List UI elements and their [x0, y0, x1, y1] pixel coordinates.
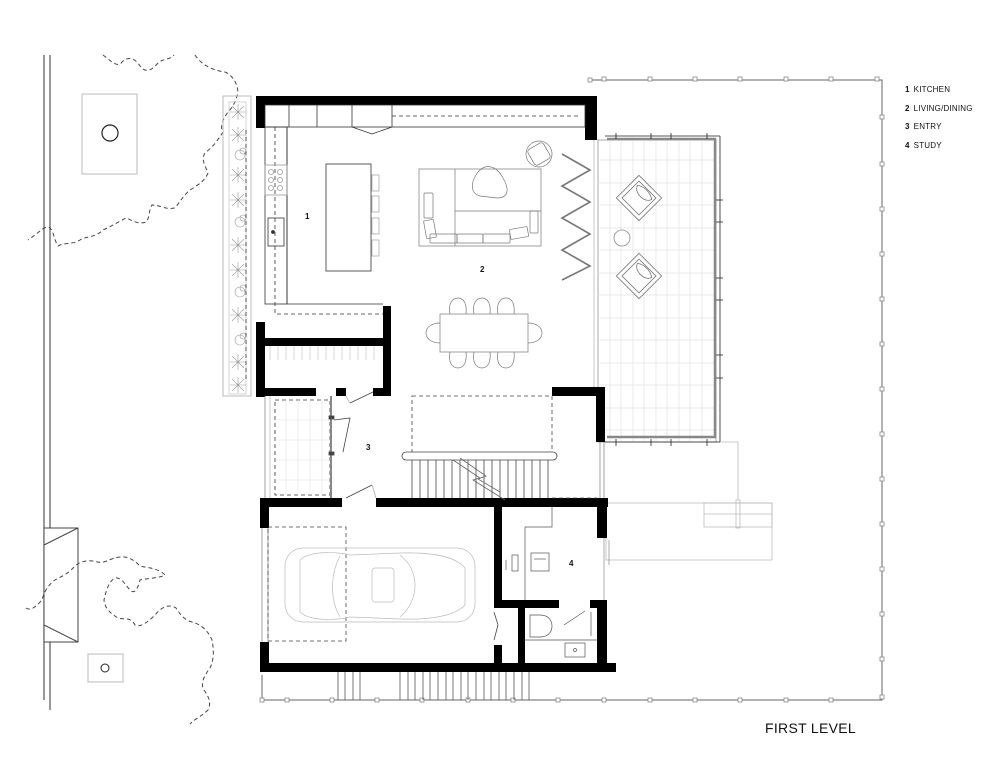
legend-label: ENTRY	[913, 122, 942, 131]
planter-bed	[222, 95, 252, 397]
coffee-table	[472, 166, 508, 199]
walls	[256, 96, 616, 672]
folding-glass-doors	[560, 153, 592, 281]
interior-stair	[401, 395, 558, 501]
entry-doors	[328, 391, 377, 499]
study-furniture	[505, 507, 610, 658]
legend-number: 3	[905, 122, 910, 131]
legend-number: 4	[905, 140, 910, 150]
room-label-kitchen: 1	[305, 212, 310, 221]
lower-terrace	[605, 441, 773, 561]
room-label-entry: 3	[366, 443, 371, 452]
entry-porch	[264, 396, 331, 498]
dining-table	[439, 313, 529, 353]
sectional-sofa	[423, 192, 539, 244]
room-label-living-dining: 2	[480, 265, 485, 274]
legend-label: KITCHEN	[913, 85, 951, 94]
dining-chairs	[425, 297, 543, 369]
deck-side-table	[613, 229, 631, 247]
tree-canopy-outlines	[25, 54, 239, 725]
living-window	[599, 442, 605, 498]
kitchen-island	[325, 163, 372, 272]
legend-number: 1	[905, 85, 910, 94]
kitchen-cabinets	[264, 104, 586, 315]
legend-label: STUDY	[913, 140, 942, 150]
front-steps	[337, 670, 530, 700]
rug	[418, 168, 542, 247]
garage	[261, 526, 499, 642]
legend-number: 2	[905, 103, 910, 113]
utility-box-bottom	[87, 653, 124, 683]
car	[284, 547, 476, 623]
legend-label: LIVING/DINING	[913, 103, 973, 113]
armchair	[525, 140, 553, 168]
utility-box-top	[81, 93, 138, 175]
cooktop	[264, 164, 288, 196]
property-line	[259, 76, 885, 703]
living-furniture	[418, 140, 553, 369]
deck-lounge-chair	[615, 174, 663, 222]
drawing-title: FIRST LEVEL	[765, 720, 856, 736]
deck	[597, 133, 723, 446]
deck-lounge-chair	[615, 252, 663, 300]
room-label-study: 4	[569, 559, 574, 568]
closet-hangers	[269, 346, 375, 360]
kitchen-sink	[267, 217, 285, 247]
